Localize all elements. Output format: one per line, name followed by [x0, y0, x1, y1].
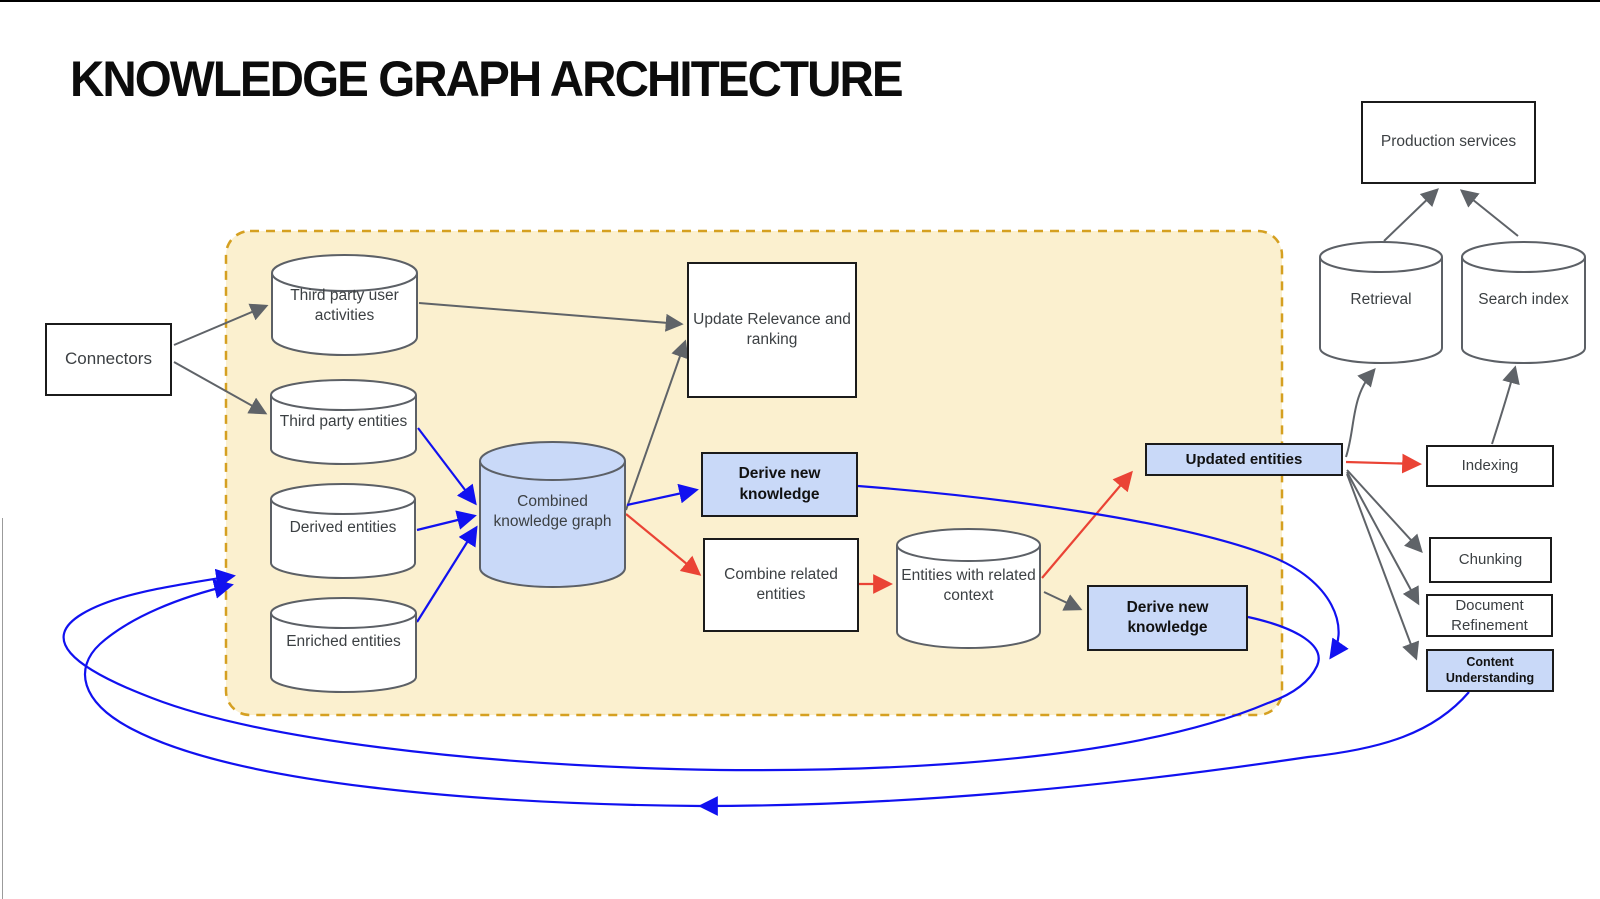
top-border-line — [0, 0, 1600, 2]
left-border-line — [2, 518, 3, 899]
edge-entities-context-to-updated-entities — [1041, 470, 1133, 579]
edge-enriched-entities-to-ckg — [416, 525, 478, 623]
node-updated-entities: Updated entities — [1145, 443, 1343, 476]
edge-indexing-to-search-index — [1491, 365, 1520, 445]
edge-updated-entities-to-doc-refinement — [1346, 471, 1420, 606]
cylinder-entities-with-related-context — [896, 528, 1041, 649]
edge-updated-entities-to-content-understanding — [1346, 473, 1420, 661]
cylinder-enriched-entities — [270, 597, 417, 693]
edge-updated-entities-to-indexing — [1345, 453, 1422, 474]
edge-third-party-entities-to-ckg — [417, 427, 477, 506]
edge-connectors-to-user-activities — [173, 303, 269, 346]
node-derive-new-knowledge-2: Derive new knowledge — [1087, 585, 1248, 651]
cylinder-search-index — [1461, 241, 1586, 364]
edge-search-index-to-production — [1459, 189, 1519, 237]
edge-ckg-to-combine-related — [625, 513, 702, 576]
gray-arrows — [173, 188, 1520, 661]
blue-arrows — [62, 427, 1470, 816]
node-indexing: Indexing — [1426, 445, 1554, 487]
node-update-relevance: Update Relevance and ranking — [687, 262, 857, 398]
cylinder-third-party-entities — [270, 379, 417, 465]
red-arrows — [625, 453, 1422, 594]
edge-entities-context-to-derive-2 — [1043, 591, 1083, 611]
node-chunking: Chunking — [1429, 537, 1552, 583]
cylinder-third-party-user-activities — [271, 254, 418, 356]
edge-content-understanding-loop-to-entities — [84, 579, 1470, 808]
edge-derived-entities-to-ckg — [416, 510, 477, 532]
cylinders — [270, 241, 1586, 693]
node-production-services: Production services — [1361, 101, 1536, 184]
edge-derive-1-feedback — [857, 484, 1349, 660]
edge-ckg-to-update-relevance — [625, 339, 689, 511]
node-derive-new-knowledge-1: Derive new knowledge — [701, 452, 858, 517]
node-content-understanding: Content Understanding — [1426, 649, 1554, 692]
edge-updated-entities-to-retrieval — [1345, 367, 1376, 458]
edge-derive-2-loop-to-entities — [62, 568, 1320, 772]
edge-retrieval-to-production — [1383, 188, 1439, 242]
cylinder-combined-knowledge-graph — [479, 441, 626, 588]
cylinder-retrieval — [1319, 241, 1443, 364]
cylinder-derived-entities — [270, 483, 416, 579]
node-combine-related-entities: Combine related entities — [703, 538, 859, 632]
page-title: KNOWLEDGE GRAPH ARCHITECTURE — [70, 51, 904, 107]
edge-updated-entities-to-chunking — [1346, 469, 1423, 553]
node-document-refinement: Document Refinement — [1426, 594, 1553, 637]
edge-ckg-to-derive-1 — [626, 483, 699, 507]
node-connectors: Connectors — [45, 323, 172, 396]
edge-user-activities-to-update-relevance — [418, 302, 684, 332]
edge-connectors-to-third-party-entities — [173, 361, 268, 415]
